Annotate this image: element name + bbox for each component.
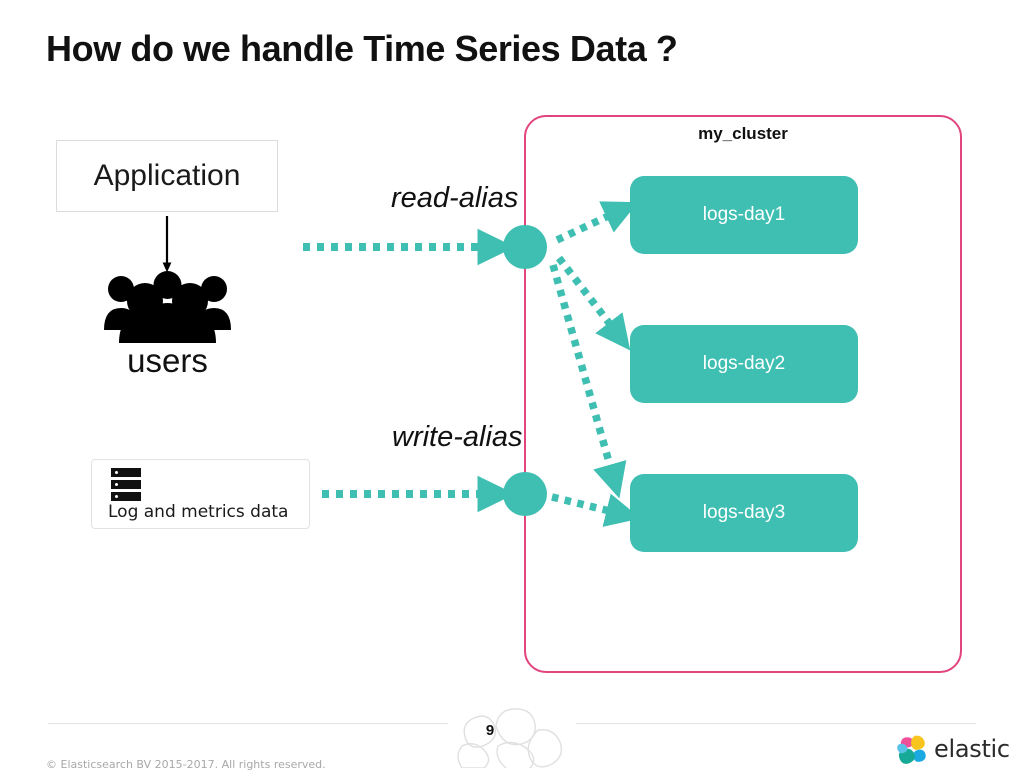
footer-copyright: © Elasticsearch BV 2015-2017. All rights… [46, 758, 326, 771]
elastic-cluster-watermark-icon [457, 708, 563, 768]
read-alias-node [503, 225, 547, 269]
index-box-logs-day3: logs-day3 [630, 474, 858, 552]
elastic-brand-mark-icon [897, 735, 926, 764]
index-label: logs-day1 [702, 204, 786, 225]
write-alias-node [503, 472, 547, 516]
index-label: logs-day2 [702, 353, 786, 374]
application-box-label: Application [93, 159, 241, 192]
page-title: How do we handle Time Series Data ? [46, 28, 678, 69]
read-alias-label: read-alias [391, 182, 519, 214]
users-group: users [95, 268, 240, 388]
elastic-logo: elastic [897, 732, 1017, 766]
application-box: Application [56, 140, 278, 212]
footer-divider-right [576, 723, 976, 724]
write-alias-label: write-alias [392, 421, 523, 453]
index-box-logs-day1: logs-day1 [630, 176, 858, 254]
page-number: 9 [485, 722, 495, 739]
log-source-label: Log and metrics data [108, 502, 289, 522]
index-label: logs-day3 [702, 502, 786, 523]
footer-divider-left [48, 723, 448, 724]
database-stack-icon [111, 468, 141, 501]
index-box-logs-day2: logs-day2 [630, 325, 858, 403]
users-label: users [127, 342, 208, 379]
cluster-boundary [524, 115, 962, 673]
users-group-icon [104, 271, 231, 343]
log-source-box: Log and metrics data [91, 459, 310, 529]
cluster-name-label: my_cluster [698, 124, 788, 143]
elastic-wordmark: elastic [934, 735, 1010, 763]
